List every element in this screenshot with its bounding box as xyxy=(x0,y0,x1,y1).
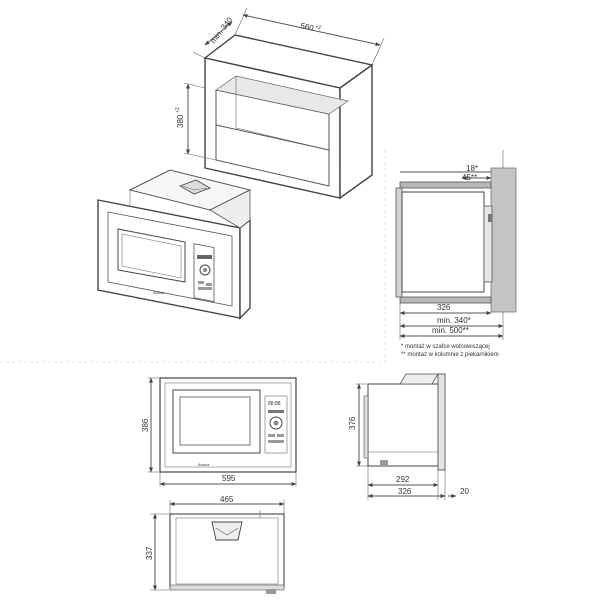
cabinet-height-sup: +2 xyxy=(175,107,181,113)
side-install-note-2: ** montaż w kolumnie z piekarnikiem xyxy=(401,352,499,358)
side-install-note-1: * montaż w szafce wolnowiszącej xyxy=(401,344,490,350)
front-view-drawing: 88:88 Amica 386 595 xyxy=(141,377,297,486)
side-installation-drawing: 18* 45** 326 min. 340* min. 500** * mont… xyxy=(395,150,517,358)
cabinet-width-label: 560 xyxy=(300,21,315,33)
cabinet-height-label: 380 xyxy=(176,114,185,128)
cabinet-width-sup: +2 xyxy=(315,24,322,31)
front-height-label: 386 xyxy=(141,418,150,432)
microwave-iso-drawing: Amica xyxy=(97,169,252,320)
side-frame-20: 20 xyxy=(460,487,469,496)
side-view-drawing: 376 292 326 20 xyxy=(348,373,469,500)
iso-brand-logo: Amica xyxy=(153,290,165,295)
cabinet-drawing: 560 +2 min. 340 380 +2 xyxy=(175,7,385,200)
side-install-dim-min340: min. 340* xyxy=(437,316,471,325)
front-brand-logo: Amica xyxy=(198,462,210,467)
side-install-dim-18: 18* xyxy=(466,164,478,173)
side-install-dim-45: 45** xyxy=(462,173,477,182)
front-width-label: 595 xyxy=(222,474,236,483)
top-height-label: 337 xyxy=(145,546,154,560)
top-width-label: 465 xyxy=(220,495,234,504)
side-depth-292: 292 xyxy=(396,475,410,484)
side-install-dim-min500: min. 500** xyxy=(432,326,469,335)
side-height-label: 376 xyxy=(348,416,357,430)
front-display: 88:88 xyxy=(268,401,281,407)
side-depth-326: 326 xyxy=(398,487,412,496)
side-install-dim-326: 326 xyxy=(437,303,451,312)
top-view-drawing: 465 337 xyxy=(145,495,285,594)
